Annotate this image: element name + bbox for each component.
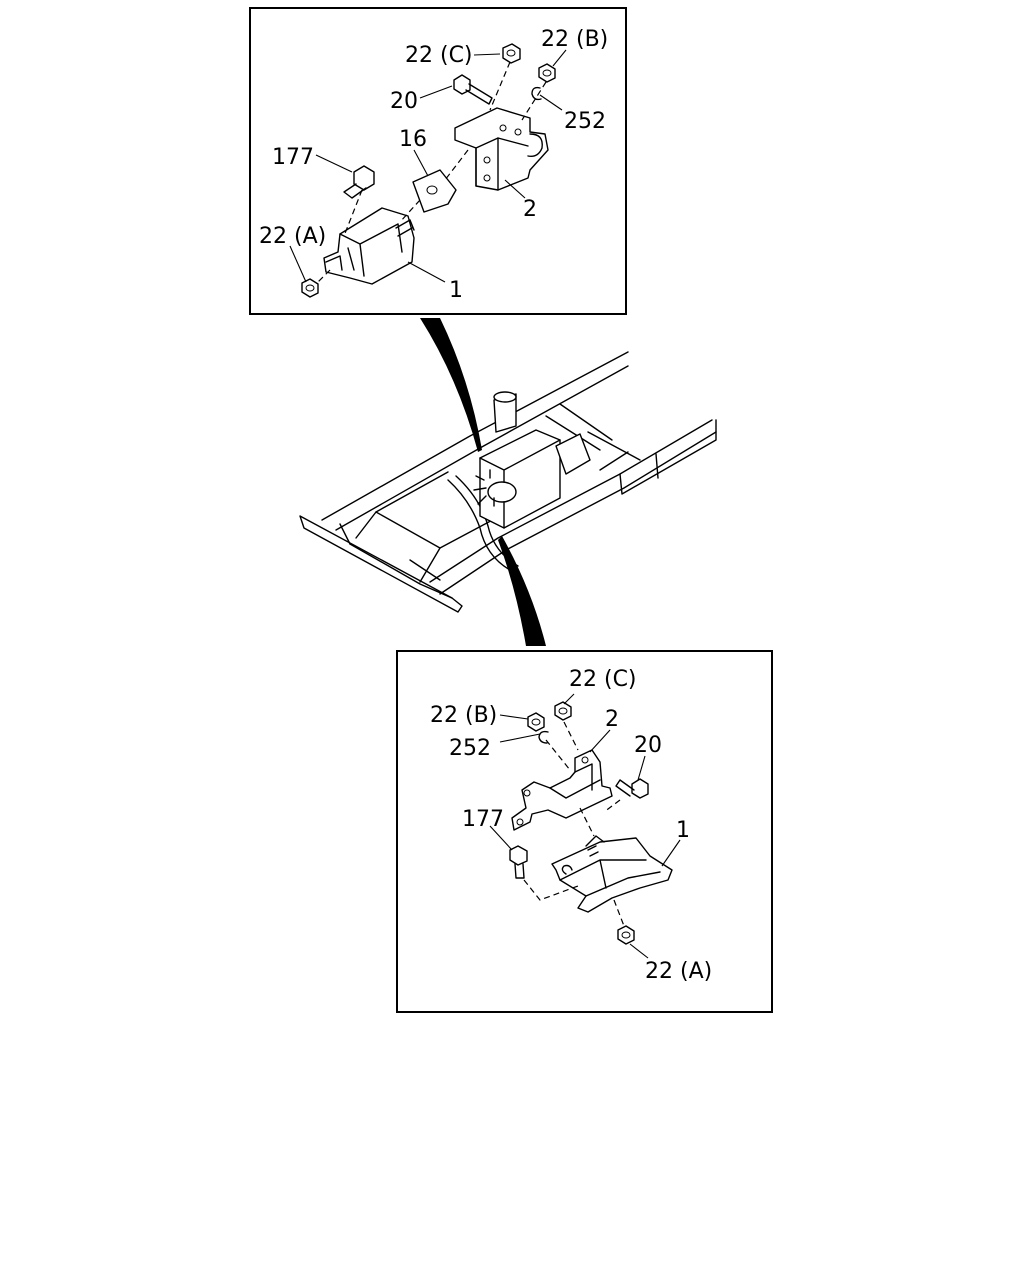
bottom-detail-panel: 22 (C) 22 (B) 2 252 20 177 1 22 (A)	[396, 650, 773, 1013]
callout-20: 20	[634, 733, 662, 758]
callout-252: 252	[564, 109, 606, 134]
nut-22a-part	[617, 925, 635, 945]
callout-22c: 22 (C)	[405, 43, 473, 68]
mount-1-part	[323, 207, 415, 285]
callout-2: 2	[523, 197, 537, 222]
callout-22b: 22 (B)	[541, 27, 608, 52]
bolt-20-part	[615, 778, 649, 799]
mount-1-part	[551, 835, 673, 913]
top-pointer	[420, 318, 482, 452]
callout-252: 252	[449, 736, 491, 761]
clip-252-part	[531, 86, 542, 101]
callout-2: 2	[605, 707, 619, 732]
callout-16: 16	[399, 127, 427, 152]
callout-22a: 22 (A)	[645, 959, 712, 984]
callout-22a: 22 (A)	[259, 224, 326, 249]
bracket-2-part	[511, 749, 613, 831]
callout-22c: 22 (C)	[569, 667, 637, 692]
nut-22b-part	[538, 63, 556, 83]
nut-22c-part	[502, 43, 521, 64]
bottom-pointer	[498, 536, 546, 646]
clip-252-part	[538, 730, 549, 744]
bolt-20-part	[453, 74, 493, 105]
chassis-overview	[299, 351, 717, 613]
nut-22a-part	[301, 278, 319, 298]
nut-22c-part	[554, 701, 572, 721]
bolt-177-part	[343, 165, 375, 199]
callout-177: 177	[272, 145, 314, 170]
callout-22b: 22 (B)	[430, 703, 497, 728]
callout-177: 177	[462, 807, 504, 832]
bolt-177-part	[509, 845, 528, 879]
spacer-16-part	[412, 169, 457, 213]
callout-1: 1	[676, 818, 690, 843]
callout-20: 20	[390, 89, 418, 114]
nut-22b-part	[527, 712, 545, 732]
callout-1: 1	[449, 278, 463, 303]
top-detail-panel: 22 (C) 22 (B) 20 252 16 177 2 22 (A) 1	[249, 7, 627, 315]
bracket-2-part	[454, 107, 549, 191]
